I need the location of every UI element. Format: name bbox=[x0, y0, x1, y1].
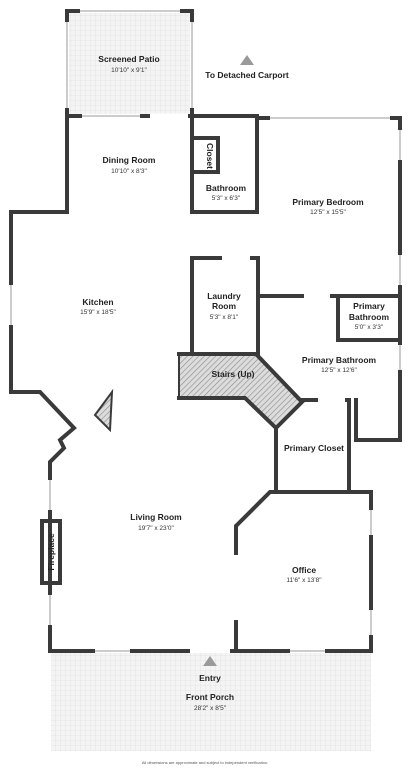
kitchen-counter-hatch bbox=[93, 388, 114, 433]
primary-bathroom-small-name-1: Primary bbox=[353, 301, 385, 311]
primary-bathroom-dims: 12'5" x 12'6" bbox=[321, 367, 357, 374]
fireplace-name: Fireplace bbox=[46, 533, 56, 571]
screened-patio-dims: 10'10" x 9'1" bbox=[111, 67, 147, 74]
front-porch bbox=[51, 653, 371, 751]
laundry-room-dims: 5'3" x 8'1" bbox=[210, 314, 239, 321]
kitchen-name: Kitchen bbox=[82, 297, 113, 307]
interior-walls bbox=[40, 114, 402, 585]
stairs-name: Stairs (Up) bbox=[212, 369, 255, 379]
living-room-name: Living Room bbox=[130, 512, 182, 522]
primary-bedroom-dims: 12'5" x 15'5" bbox=[310, 209, 346, 216]
stairs-hatch bbox=[178, 353, 304, 430]
windows bbox=[9, 114, 402, 653]
bathroom-name: Bathroom bbox=[206, 183, 247, 193]
entry-arrow-icon bbox=[203, 656, 217, 666]
office-name: Office bbox=[292, 565, 316, 575]
primary-bathroom-name: Primary Bathroom bbox=[302, 355, 377, 365]
disclaimer-footnote: All dimensions are approximate and subje… bbox=[142, 760, 268, 765]
front-porch-dims: 28'2" x 8'5" bbox=[194, 705, 227, 712]
dining-room-dims: 10'10" x 8'3" bbox=[111, 168, 147, 175]
kitchen-dims: 15'9" x 18'5" bbox=[80, 309, 116, 316]
dining-room-name: Dining Room bbox=[103, 155, 156, 165]
carport-label: To Detached Carport bbox=[205, 70, 289, 80]
entry-label: Entry bbox=[199, 673, 221, 683]
primary-bathroom-small-name-2: Bathroom bbox=[349, 312, 390, 322]
primary-bathroom-small-dims: 5'0" x 3'3" bbox=[355, 324, 384, 331]
living-room-dims: 19'7" x 23'0" bbox=[138, 525, 174, 532]
laundry-room-name-1: Laundry bbox=[207, 291, 241, 301]
primary-closet-name: Primary Closet bbox=[284, 443, 344, 453]
carport-arrow-icon bbox=[240, 55, 254, 65]
screened-patio bbox=[65, 9, 194, 118]
door-openings bbox=[150, 113, 345, 620]
closet-name: Closet bbox=[205, 143, 215, 169]
front-porch-name: Front Porch bbox=[186, 692, 234, 702]
bathroom-dims: 5'3" x 6'3" bbox=[212, 195, 241, 202]
screened-patio-name: Screened Patio bbox=[98, 54, 159, 64]
laundry-room-name-2: Room bbox=[212, 301, 237, 311]
office-dims: 11'6" x 13'8" bbox=[286, 577, 322, 584]
primary-bedroom-name: Primary Bedroom bbox=[292, 197, 364, 207]
